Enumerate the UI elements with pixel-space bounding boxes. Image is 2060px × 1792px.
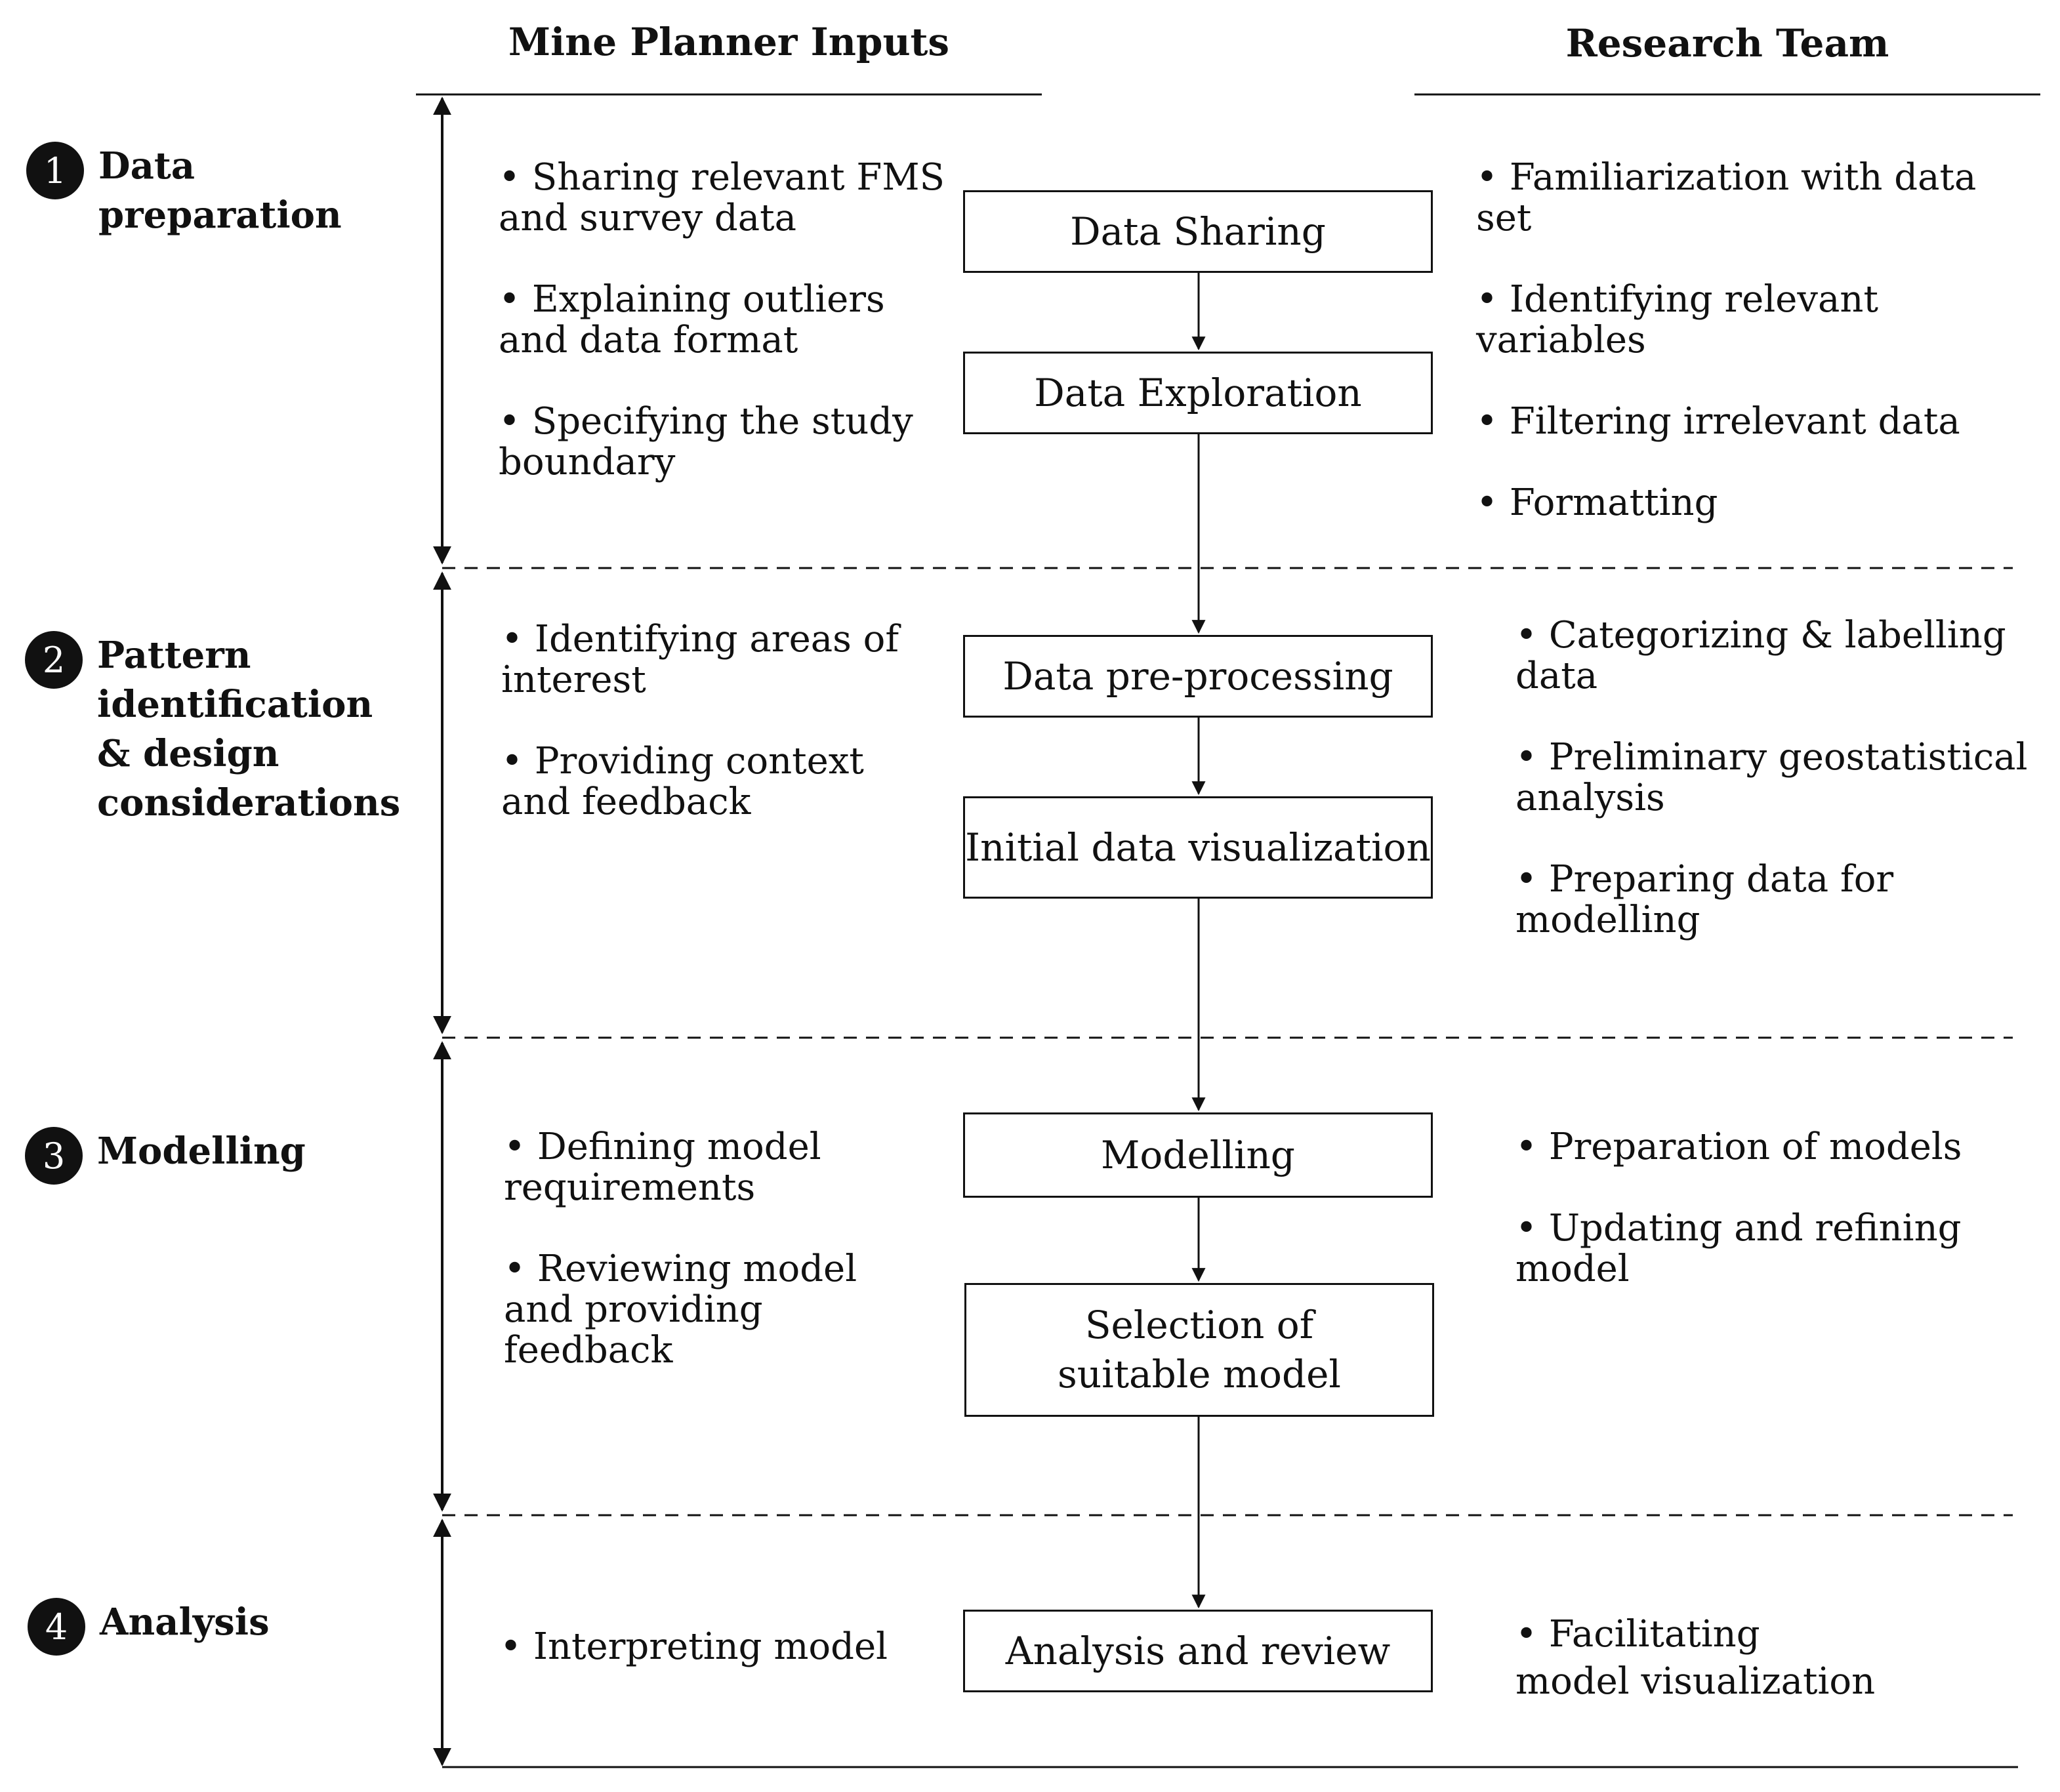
stage-1-planner-inputs: • Sharing relevant FMS and survey data •… <box>499 157 958 483</box>
left-column-header: Mine Planner Inputs <box>508 20 950 64</box>
research-team-item: • Preparation of models <box>1515 1126 1962 1168</box>
stage-3-name: Modelling <box>97 1130 306 1173</box>
process-box-data-sharing: Data Sharing <box>963 190 1433 273</box>
right-column-header: Research Team <box>1565 21 1889 66</box>
stage-3-research-team: • Preparation of models • Updating and r… <box>1515 1127 2040 1290</box>
stage-1-research-team: • Familiarization with data set • Identi… <box>1476 157 2040 523</box>
process-box-initial-data-visualization: Initial data visualization <box>963 796 1433 899</box>
process-box-selection-of-suitable-model: Selection of suitable model <box>964 1283 1434 1417</box>
stage-2-planner-inputs: • Identifying areas of interest • Provid… <box>501 619 934 823</box>
stage-4-number-badge: 4 <box>28 1598 85 1656</box>
stage-3-label: 3 Modelling <box>25 1127 392 1185</box>
stage-4-research-team: • Facilitating model visualization <box>1515 1611 1883 1705</box>
research-team-item: • Categorizing & labelling data <box>1515 614 2006 697</box>
process-box-modelling: Modelling <box>963 1112 1433 1198</box>
stage-1-number-badge: 1 <box>26 142 84 199</box>
stage-3-planner-inputs: • Defining model requirements • Reviewin… <box>504 1127 937 1371</box>
research-team-item: • Formatting <box>1476 481 1718 524</box>
process-box-analysis-and-review: Analysis and review <box>963 1610 1433 1692</box>
planner-input-item: • Interpreting model <box>500 1625 888 1668</box>
stage-4-planner-inputs: • Interpreting model <box>500 1627 946 1667</box>
stage-2-label: 2 Pattern identification & design consid… <box>25 631 401 828</box>
stage-1-name: Data preparation <box>98 144 342 237</box>
stage-2-name: Pattern identification & design consider… <box>97 634 401 825</box>
research-team-item: • Preparing data for modelling <box>1515 858 1894 941</box>
planner-input-item: • Identifying areas of interest <box>501 618 899 701</box>
process-box-data-pre-processing: Data pre-processing <box>963 635 1433 718</box>
stage-1-label: 1 Data preparation <box>26 142 394 240</box>
stage-2-number-badge: 2 <box>25 631 83 689</box>
research-team-item: • Identifying relevant variables <box>1476 278 1878 361</box>
planner-input-item: • Providing context and feedback <box>501 740 864 823</box>
planner-input-item: • Reviewing model and providing feedback <box>504 1248 857 1372</box>
research-team-item: • Updating and refining model <box>1515 1207 1962 1290</box>
research-team-item: • Preliminary geostatistical analysis <box>1515 736 2028 819</box>
planner-input-item: • Specifying the study boundary <box>499 400 913 483</box>
research-team-item: • Familiarization with data set <box>1476 156 1977 239</box>
research-team-item: • Filtering irrelevant data <box>1476 400 1960 443</box>
stage-2-research-team: • Categorizing & labelling data • Prelim… <box>1515 615 2040 941</box>
stage-3-number-badge: 3 <box>25 1127 83 1185</box>
stage-4-name: Analysis <box>100 1600 270 1644</box>
research-team-item: • Facilitating model visualization <box>1515 1613 1876 1703</box>
stage-4-label: 4 Analysis <box>28 1598 395 1656</box>
planner-input-item: • Explaining outliers and data format <box>499 278 885 361</box>
planner-input-item: • Defining model requirements <box>504 1126 821 1209</box>
process-box-data-exploration: Data Exploration <box>963 352 1433 434</box>
planner-input-item: • Sharing relevant FMS and survey data <box>499 156 945 239</box>
